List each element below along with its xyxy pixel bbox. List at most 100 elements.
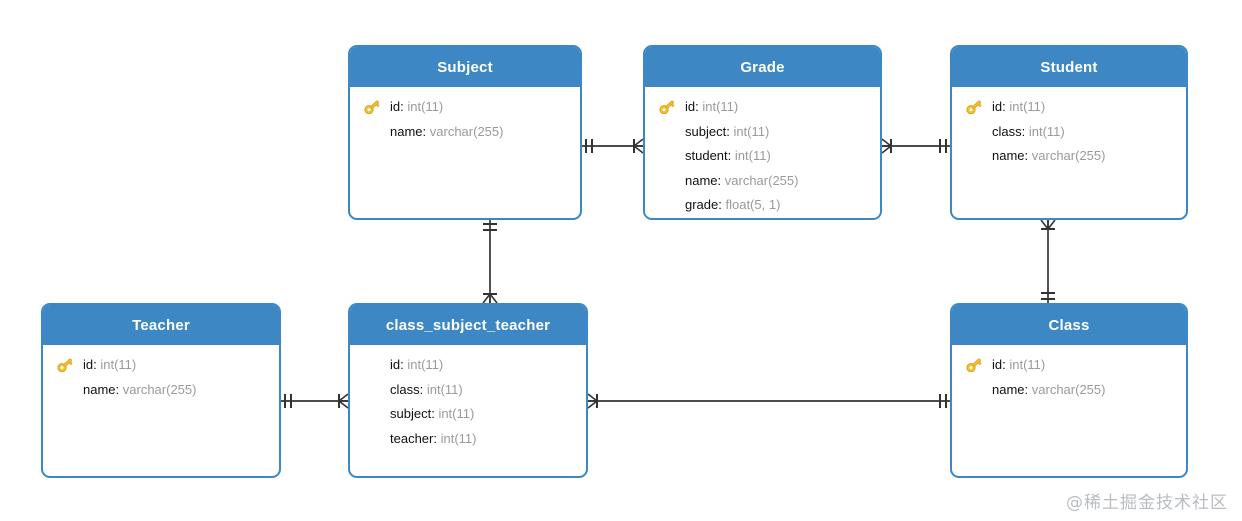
attribute-row: subject: int(11) [350, 402, 586, 427]
attribute-name: student [685, 148, 728, 163]
attribute-type: int(11) [1028, 123, 1065, 139]
attribute-separator: : [1024, 148, 1032, 163]
attribute-separator: : [727, 148, 735, 163]
attribute-name: name [992, 381, 1025, 397]
watermark: @稀土掘金技术社区 [1066, 493, 1228, 513]
attribute-separator: : [115, 381, 123, 397]
attribute-row: student: int(11) [645, 144, 880, 169]
attribute-name: id [83, 357, 94, 372]
attribute-type: varchar(255) [429, 123, 504, 139]
entity-attributes-student: id: int(11)class: int(11)name: varchar(2… [952, 87, 1186, 169]
attribute-row: id: int(11) [645, 95, 880, 120]
attribute-name: teacher [390, 430, 434, 446]
attribute-type: varchar(255) [1031, 148, 1106, 163]
primary-key-icon [966, 358, 982, 372]
attribute-type: varchar(255) [122, 381, 197, 397]
attribute-type: int(11) [702, 99, 739, 114]
attribute-separator: : [400, 99, 408, 114]
attribute-row: teacher: int(11) [350, 427, 586, 452]
attribute-separator: : [431, 406, 439, 421]
attribute-row: id: int(11) [350, 353, 586, 378]
attribute-name: id [992, 99, 1003, 114]
relationship-teacher-cst [281, 393, 349, 409]
attribute-type: int(11) [100, 357, 137, 372]
entity-attributes-class: id: int(11)name: varchar(255) [952, 345, 1186, 402]
entity-attributes-teacher: id: int(11)name: varchar(255) [43, 345, 279, 402]
attribute-row: class: int(11) [350, 378, 586, 403]
attribute-type: varchar(255) [724, 172, 799, 188]
attribute-name: id [390, 99, 401, 114]
attribute-name: name [390, 123, 423, 139]
attribute-type: int(11) [440, 430, 477, 446]
attribute-row: name: varchar(255) [952, 378, 1186, 403]
attribute-separator: : [1002, 357, 1010, 372]
entity-attributes-class_subject_teacher: id: int(11)class: int(11)subject: int(11… [350, 345, 586, 451]
entity-title-student: Student [952, 47, 1186, 87]
attribute-name: id [685, 99, 696, 114]
attribute-row: subject: int(11) [645, 120, 880, 145]
attribute-row: id: int(11) [43, 353, 279, 378]
attribute-row: name: varchar(255) [350, 120, 580, 145]
attribute-name: subject [390, 406, 432, 421]
attribute-type: int(11) [426, 381, 463, 397]
primary-key-icon [57, 358, 73, 372]
attribute-row: grade: float(5, 1) [645, 193, 880, 218]
attribute-name: name [992, 148, 1025, 163]
attribute-row: name: varchar(255) [43, 378, 279, 403]
attribute-name: grade [685, 197, 719, 212]
attribute-separator: : [717, 172, 725, 188]
attribute-separator: : [419, 381, 427, 397]
entity-title-subject: Subject [350, 47, 580, 87]
attribute-name: class [992, 123, 1022, 139]
attribute-type: int(11) [407, 99, 444, 114]
attribute-name: name [685, 172, 718, 188]
relationship-subject-cst [482, 220, 498, 304]
attribute-row: name: varchar(255) [645, 169, 880, 194]
relationship-student-class [1040, 219, 1056, 303]
relationship-cst-class [587, 393, 950, 409]
relationship-grade-student [881, 138, 950, 154]
attribute-separator: : [400, 357, 408, 372]
attribute-name: id [992, 357, 1003, 372]
attribute-type: int(11) [734, 148, 771, 163]
attribute-type: int(11) [407, 357, 444, 372]
entity-title-grade: Grade [645, 47, 880, 87]
attribute-type: float(5, 1) [725, 197, 781, 212]
attribute-separator: : [433, 430, 441, 446]
attribute-name: name [83, 381, 116, 397]
attribute-row: id: int(11) [952, 95, 1186, 120]
attribute-name: class [390, 381, 420, 397]
attribute-row: id: int(11) [350, 95, 580, 120]
entity-title-class_subject_teacher: class_subject_teacher [350, 305, 586, 345]
attribute-type: varchar(255) [1031, 381, 1106, 397]
attribute-separator: : [422, 123, 430, 139]
attribute-separator: : [1024, 381, 1032, 397]
attribute-separator: : [726, 123, 734, 139]
attribute-type: int(11) [438, 406, 475, 421]
attribute-separator: : [93, 357, 101, 372]
attribute-row: class: int(11) [952, 120, 1186, 145]
attribute-type: int(11) [1009, 99, 1046, 114]
attribute-row: name: varchar(255) [952, 144, 1186, 169]
attribute-separator: : [1002, 99, 1010, 114]
entity-attributes-grade: id: int(11)subject: int(11)student: int(… [645, 87, 880, 218]
entity-title-teacher: Teacher [43, 305, 279, 345]
primary-key-icon [364, 100, 380, 114]
attribute-row: id: int(11) [952, 353, 1186, 378]
attribute-separator: : [1021, 123, 1029, 139]
attribute-name: subject [685, 123, 727, 139]
entity-attributes-subject: id: int(11)name: varchar(255) [350, 87, 580, 144]
relationship-subject-grade [582, 138, 644, 154]
attribute-separator: : [718, 197, 726, 212]
attribute-type: int(11) [1009, 357, 1046, 372]
attribute-type: int(11) [733, 123, 770, 139]
primary-key-icon [966, 100, 982, 114]
attribute-separator: : [695, 99, 703, 114]
